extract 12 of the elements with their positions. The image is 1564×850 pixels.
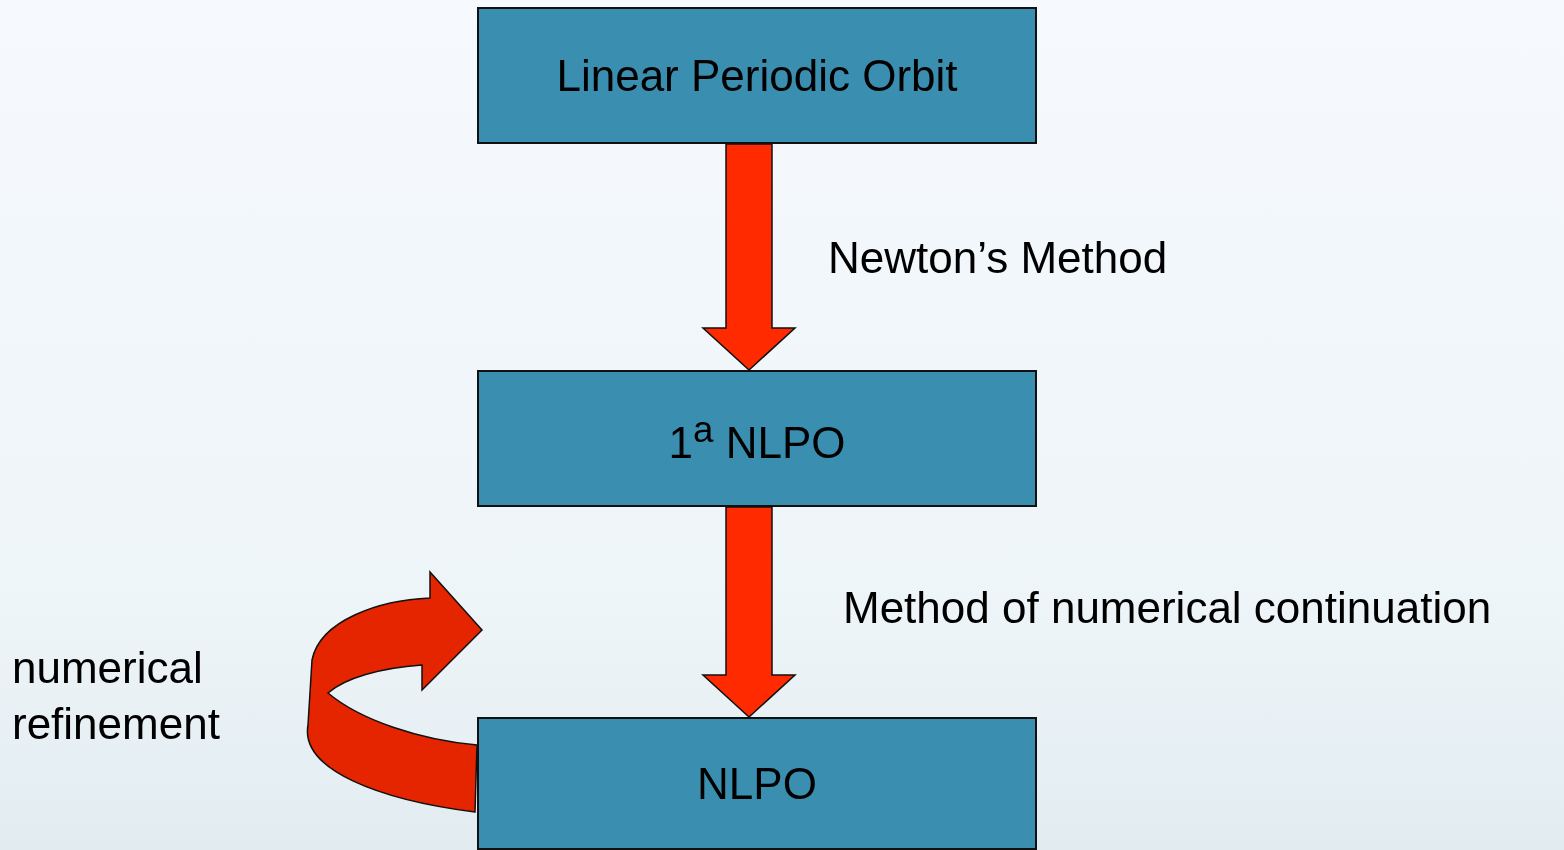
process-box	[477, 370, 1037, 507]
block-arrow	[701, 506, 797, 718]
block-arrow	[701, 143, 797, 371]
edge-label: Method of numerical continuation	[843, 582, 1492, 634]
box-label: 1$^{a}$ NLPO	[668, 409, 846, 468]
process-box	[477, 717, 1037, 850]
process-box	[477, 7, 1037, 144]
edge-label: numerical refinement	[12, 642, 221, 750]
curved-arrow	[307, 571, 483, 813]
box-label: NLPO	[697, 758, 817, 809]
box-label: Linear Periodic Orbit	[556, 50, 958, 101]
edge-label: Newton’s Method	[828, 232, 1168, 284]
